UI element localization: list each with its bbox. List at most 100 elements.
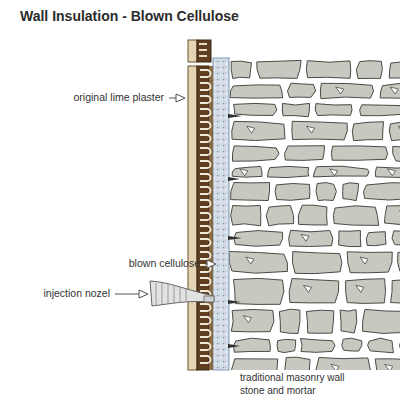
stone bbox=[232, 121, 285, 140]
leader-arrowhead bbox=[207, 260, 216, 268]
injection-nozzle bbox=[150, 281, 214, 306]
plaster-key bbox=[200, 83, 211, 90]
nozzle-label: injection nozel bbox=[43, 287, 110, 300]
stone bbox=[368, 338, 394, 353]
stone bbox=[268, 166, 309, 177]
stone bbox=[380, 83, 400, 98]
plaster-key bbox=[200, 148, 211, 155]
mortar-gap bbox=[336, 87, 344, 94]
mortar-gap bbox=[304, 285, 312, 292]
plaster-key bbox=[200, 278, 211, 285]
stone bbox=[393, 146, 400, 161]
stone bbox=[231, 183, 270, 201]
stone bbox=[342, 338, 362, 351]
cellulose-label: blown cellulose bbox=[129, 257, 200, 270]
stone bbox=[231, 61, 251, 78]
plaster-key bbox=[200, 356, 211, 363]
mortar-gap bbox=[387, 169, 395, 176]
plaster-key bbox=[200, 213, 211, 220]
stone bbox=[306, 61, 350, 79]
stone bbox=[366, 232, 386, 246]
stone bbox=[289, 279, 339, 303]
stone bbox=[234, 278, 284, 304]
lime-plaster bbox=[188, 66, 197, 370]
plaster-key bbox=[200, 304, 211, 311]
plaster-key bbox=[200, 226, 211, 233]
stone bbox=[364, 183, 400, 200]
lath-top bbox=[197, 40, 211, 62]
stone bbox=[229, 252, 287, 274]
stone bbox=[315, 104, 352, 116]
plaster-keys bbox=[200, 70, 211, 363]
stone bbox=[392, 231, 400, 246]
mortar-gap bbox=[246, 257, 254, 264]
stone bbox=[231, 206, 261, 226]
mortar-gap bbox=[247, 126, 255, 133]
leader-arrowhead bbox=[176, 94, 185, 102]
stone bbox=[398, 251, 400, 273]
mortar-gap bbox=[360, 257, 368, 264]
leader-line bbox=[115, 294, 140, 295]
stone bbox=[389, 121, 400, 140]
stone bbox=[316, 358, 371, 371]
stone bbox=[352, 122, 383, 141]
plaster-key bbox=[200, 122, 211, 129]
stone bbox=[375, 359, 400, 370]
masonry-stones bbox=[229, 60, 400, 370]
plaster-key bbox=[200, 252, 211, 259]
plaster-key bbox=[200, 239, 211, 246]
stone bbox=[313, 166, 369, 177]
mortar-gap bbox=[243, 316, 251, 323]
plaster-key bbox=[200, 135, 211, 142]
stone bbox=[288, 83, 316, 97]
stone bbox=[277, 339, 296, 352]
plaster-key bbox=[200, 70, 211, 77]
stone bbox=[331, 146, 387, 160]
plaster-key bbox=[200, 174, 211, 181]
mortar-gap bbox=[398, 126, 400, 133]
stone bbox=[340, 310, 357, 333]
leader-arrowhead bbox=[139, 290, 148, 298]
stone bbox=[234, 338, 271, 352]
plaster-key bbox=[200, 109, 211, 116]
plaster-key bbox=[200, 330, 211, 337]
stone bbox=[231, 359, 277, 370]
stone bbox=[231, 310, 274, 332]
stone bbox=[282, 103, 309, 116]
stone bbox=[347, 252, 392, 273]
mortar-gap bbox=[307, 126, 315, 133]
stone bbox=[289, 230, 333, 246]
wall-ties bbox=[228, 114, 242, 348]
stone bbox=[266, 206, 294, 226]
stone bbox=[292, 121, 347, 140]
stone bbox=[360, 105, 400, 116]
stone bbox=[333, 206, 378, 226]
stone bbox=[339, 231, 361, 247]
stone bbox=[257, 60, 301, 78]
stone bbox=[391, 279, 400, 304]
masonry-label: traditional masonry wall stone and morta… bbox=[240, 372, 370, 397]
stone bbox=[306, 310, 333, 333]
stone bbox=[301, 339, 336, 353]
plaster-top bbox=[188, 40, 197, 62]
stone bbox=[384, 206, 400, 226]
stone bbox=[233, 146, 280, 161]
mortar-gap bbox=[330, 169, 338, 176]
stone bbox=[285, 146, 325, 161]
stone bbox=[285, 357, 310, 370]
mortar-gap bbox=[356, 285, 364, 292]
plaster-key bbox=[200, 96, 211, 103]
stone bbox=[293, 252, 342, 274]
plaster-label: original lime plaster bbox=[74, 91, 164, 104]
stone bbox=[279, 309, 300, 333]
stone bbox=[389, 61, 400, 78]
stone bbox=[232, 166, 262, 177]
stone bbox=[230, 85, 283, 98]
cellulose-layer bbox=[213, 58, 229, 370]
stone bbox=[375, 167, 400, 178]
stone bbox=[356, 61, 382, 79]
stone bbox=[275, 184, 310, 201]
stone bbox=[346, 279, 386, 304]
